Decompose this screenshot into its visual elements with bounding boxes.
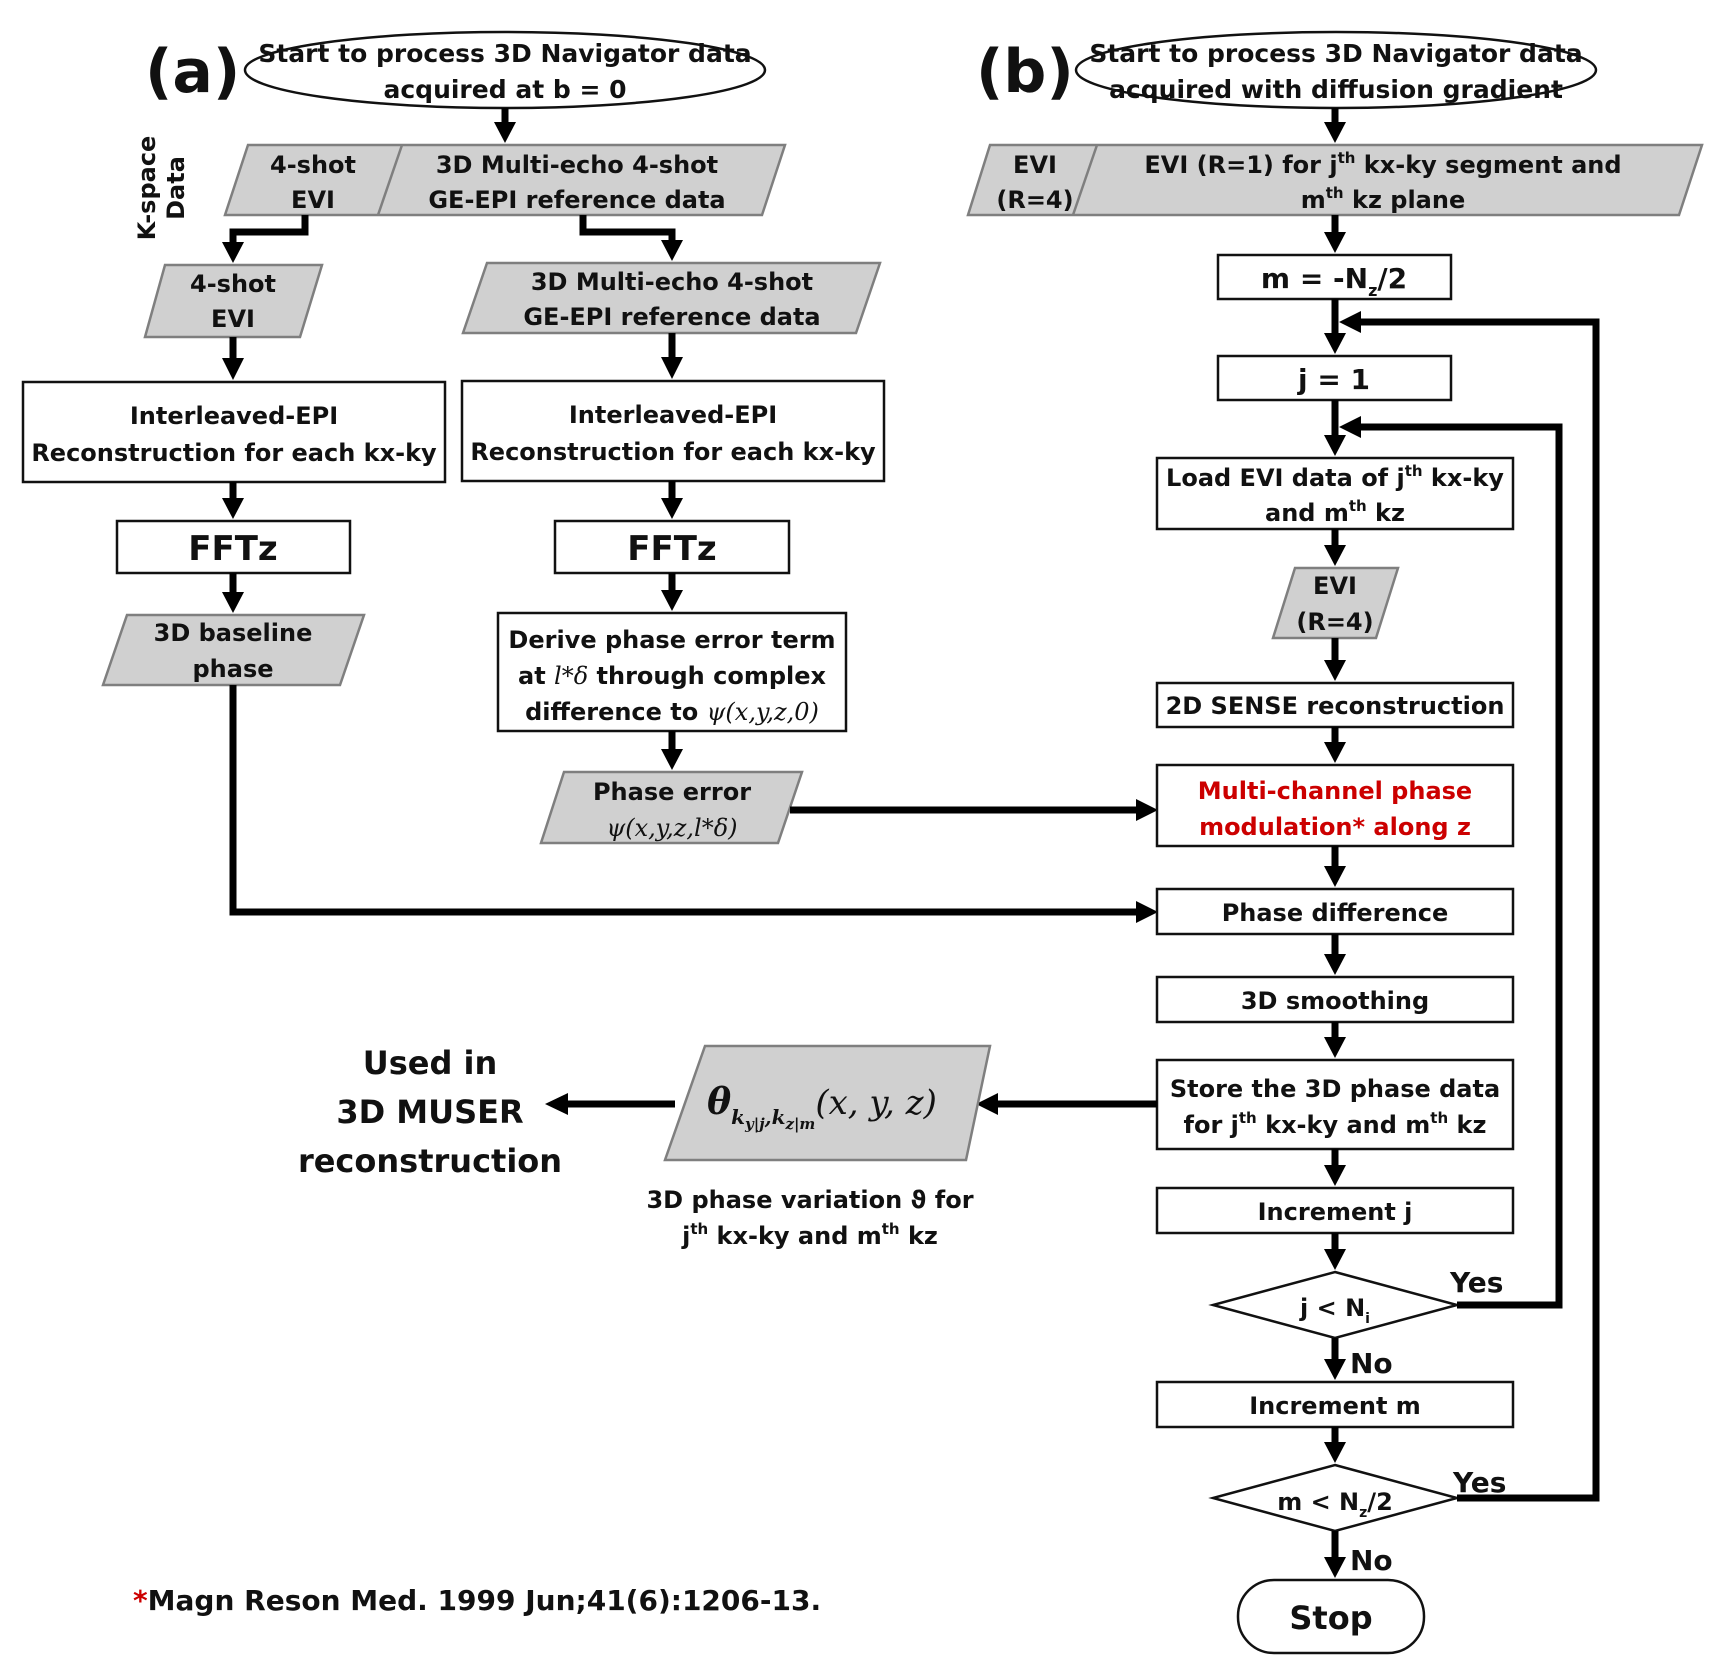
stop-terminal: Stop <box>1236 1578 1426 1655</box>
kspace-ge-epi-line1: 3D Multi-echo 4-shot <box>436 151 718 179</box>
panel-b-label: (b) <box>976 37 1074 107</box>
init-m-label: m = -Nz/2 <box>1261 262 1407 300</box>
no-label-j: No <box>1350 1347 1393 1380</box>
right-recon-line1: Interleaved-EPI <box>569 401 777 429</box>
baseline-line2: phase <box>192 655 273 683</box>
load-line1: Load EVI data of jth kx-ky <box>1166 462 1504 492</box>
left-fftz-label: FFTz <box>188 529 277 569</box>
left-recon-line2: Reconstruction for each kx-ky <box>31 439 437 467</box>
kspace-label-line2: Data <box>162 156 190 220</box>
modulation-line2: modulation* along z <box>1199 813 1471 841</box>
condition-j-label: j < Ni <box>1299 1294 1370 1327</box>
used-in-line1: Used in <box>363 1044 498 1082</box>
start-b-line1: Start to process 3D Navigator data <box>1089 39 1582 68</box>
panel-b-start-terminal: Start to process 3D Navigator data acqui… <box>1074 30 1598 110</box>
start-a-line1: Start to process 3D Navigator data <box>258 39 751 68</box>
increment-j-label: Increment j <box>1258 1198 1413 1226</box>
kspace-4shot-line2: EVI <box>291 186 335 214</box>
increment-m-label: Increment m <box>1249 1392 1421 1420</box>
condition-m-diamond: m < Nz/2 <box>1208 1463 1462 1533</box>
panel-a-connectors <box>222 108 1158 923</box>
evi-r1-line1: EVI (R=1) for jth kx-ky segment and <box>1144 149 1621 179</box>
evi-r1-line2: mth kz plane <box>1301 184 1465 214</box>
left-recon-line1: Interleaved-EPI <box>130 402 338 430</box>
init-j-box: j = 1 <box>1216 354 1453 402</box>
kspace-data-label: K-space Data <box>133 136 190 241</box>
store-line2: for jth kx-ky and mth kz <box>1184 1109 1487 1139</box>
left-interleaved-epi-recon: Interleaved-EPI Reconstruction for each … <box>21 380 447 484</box>
right-fftz-box: FFTz <box>553 519 791 575</box>
kspace-4shot-line1: 4-shot <box>270 151 356 179</box>
right-interleaved-epi-recon: Interleaved-EPI Reconstruction for each … <box>460 379 886 483</box>
evi-r4-top-line1: EVI <box>1013 151 1057 179</box>
footnote: *Magn Reson Med. 1999 Jun;41(6):1206-13. <box>133 1584 821 1617</box>
smoothing-label: 3D smoothing <box>1241 987 1429 1015</box>
sense-recon-box: 2D SENSE reconstruction <box>1155 681 1515 729</box>
sense-label: 2D SENSE reconstruction <box>1166 692 1505 720</box>
increment-m-box: Increment m <box>1155 1380 1515 1429</box>
store-phase-box: Store the 3D phase data for jth kx-ky an… <box>1155 1058 1515 1151</box>
condition-m-label: m < Nz/2 <box>1277 1488 1393 1521</box>
four-shot-evi-io: 4-shot EVI <box>143 263 324 339</box>
evi-r4-line1: EVI <box>1313 572 1357 600</box>
baseline-phase-io: 3D baseline phase <box>101 613 366 687</box>
right-fftz-label: FFTz <box>627 529 716 569</box>
load-line2: and mth kz <box>1265 497 1405 527</box>
right-recon-line2: Reconstruction for each kx-ky <box>470 438 876 466</box>
phase-error-io: Phase error ψ(x,y,z,l*δ) <box>539 770 804 845</box>
yes-label-j: Yes <box>1449 1266 1503 1299</box>
kspace-ge-epi-line2: GE-EPI reference data <box>428 186 725 214</box>
derive-phase-error-box: Derive phase error term at l*δ through c… <box>496 611 848 733</box>
ge-epi-ref-line2: GE-EPI reference data <box>523 303 820 331</box>
ge-epi-reference-io: 3D Multi-echo 4-shot GE-EPI reference da… <box>461 261 882 335</box>
init-j-label: j = 1 <box>1297 363 1370 396</box>
kspace-label-line1: K-space <box>133 136 161 241</box>
derive-line3: difference to ψ(x,y,z,0) <box>525 698 819 726</box>
phase-diff-label: Phase difference <box>1222 899 1449 927</box>
evi-r4-line2: (R=4) <box>1296 608 1373 636</box>
store-line1: Store the 3D phase data <box>1170 1075 1500 1103</box>
left-fftz-box: FFTz <box>115 519 352 575</box>
init-m-box: m = -Nz/2 <box>1216 253 1453 301</box>
smoothing-box: 3D smoothing <box>1155 975 1515 1024</box>
increment-j-box: Increment j <box>1155 1186 1515 1235</box>
load-evi-box: Load EVI data of jth kx-ky and mth kz <box>1155 456 1515 531</box>
phase-error-line1: Phase error <box>593 778 751 806</box>
evi-segment-io: EVI (R=4) EVI (R=1) for jth kx-ky segmen… <box>966 143 1704 217</box>
baseline-line1: 3D baseline <box>154 619 313 647</box>
phase-modulation-box: Multi-channel phase modulation* along z <box>1155 763 1515 848</box>
modulation-line1: Multi-channel phase <box>1198 777 1472 805</box>
evi-r4-io: EVI (R=4) <box>1271 566 1400 640</box>
theta-expression: θky|j,kz|m(x, y, z) <box>707 1081 937 1133</box>
theta-caption: 3D phase variation ϑ for jth kx-ky and m… <box>646 1186 973 1250</box>
yes-label-m: Yes <box>1452 1466 1506 1499</box>
ge-epi-ref-line1: 3D Multi-echo 4-shot <box>531 268 813 296</box>
phase-error-line2: ψ(x,y,z,l*δ) <box>606 814 737 842</box>
derive-line1: Derive phase error term <box>508 626 835 654</box>
start-b-line2: acquired with diffusion gradient <box>1109 75 1563 104</box>
kspace-data-io: 4-shot EVI 3D Multi-echo 4-shot GE-EPI r… <box>223 143 787 217</box>
four-shot-evi-line1: 4-shot <box>190 270 276 298</box>
evi-r4-top-line2: (R=4) <box>996 186 1073 214</box>
used-in-line2: 3D MUSER <box>336 1093 523 1131</box>
four-shot-evi-line2: EVI <box>211 305 255 333</box>
stop-label: Stop <box>1289 1599 1372 1637</box>
caption-line2: jth kx-ky and mth kz <box>681 1220 938 1250</box>
derive-line2: at l*δ through complex <box>518 662 827 690</box>
caption-line1: 3D phase variation ϑ for <box>646 1186 973 1214</box>
panel-a-label: (a) <box>145 37 240 107</box>
phase-difference-box: Phase difference <box>1155 887 1515 936</box>
panel-a-start-terminal: Start to process 3D Navigator data acqui… <box>243 30 767 110</box>
condition-j-diamond: j < Ni <box>1208 1270 1462 1340</box>
used-in-muser-label: Used in 3D MUSER reconstruction <box>298 1044 562 1180</box>
theta-output-io: θky|j,kz|m(x, y, z) <box>663 1044 992 1162</box>
panel-b-connectors <box>545 108 1600 1578</box>
no-label-m: No <box>1350 1544 1393 1577</box>
used-in-line3: reconstruction <box>298 1142 562 1180</box>
start-a-line2: acquired at b = 0 <box>383 75 626 104</box>
